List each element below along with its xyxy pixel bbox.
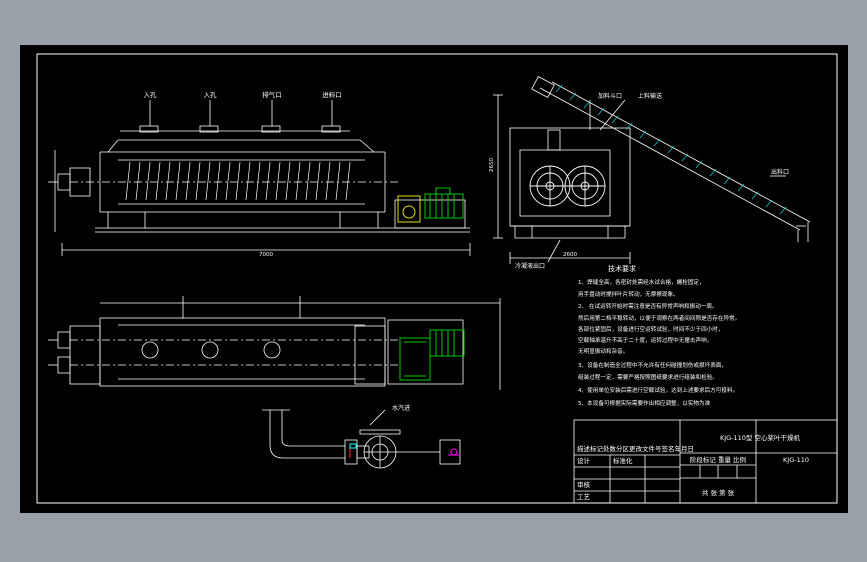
note-line-2: 用手盘动时搅拌叶片转动，无摩擦现象。 [578,290,679,298]
nozzle-label-2: 入孔 [204,91,218,99]
drawing-title: KJG-110型 空心桨叶干燥机 [720,433,801,442]
title-row-5: 工艺 [577,493,591,501]
plan-label-inlet: 水汽进 [392,404,410,412]
side-label-hopper: 加料斗口 [598,92,622,100]
stage-header: 阶段标记 重量 比例 [690,455,746,464]
nozzle-label-3: 排气口 [262,90,282,99]
conveyor-flights [555,84,787,215]
side-label-bottom: 冷凝液出口 [515,262,545,270]
note-line-1: 1、焊缝全高，各密封处需经水试合格，螺栓固定， [578,278,705,286]
side-view [493,81,811,264]
title-row-1: 描述标记处数分区更改文件号签名年月日 [577,444,694,453]
title-row-4: 审核 [577,480,591,489]
side-height-dimension: 2650 [489,158,495,172]
front-motor [424,187,464,219]
approval-text: 共 张 第 张 [702,488,735,497]
note-line-10: 4、使用单位安装后需进行空载试验，达到上述要求后方可投料。 [578,386,738,394]
side-width-dimension: 2600 [563,252,577,258]
front-reducer [397,195,421,223]
side-view-labels: 加料斗口 上料输送 出料口 冷凝液出口 2650 2600 [489,92,789,270]
title-block-text: KJG-110型 空心桨叶干燥机 KJG-110 描述标记处数分区更改文件号签名… [577,433,809,501]
plan-motor [399,329,465,381]
note-line-11: 5、本设备可根据实际需要作出相应调整，以实物为准 [578,399,711,407]
front-length-dimension: 7000 [259,252,273,258]
note-line-5: 各部位紧固后，设备进行空运转试验，时间不少于四小时， [578,325,723,333]
front-view [48,100,471,256]
nozzle-label-1: 入孔 [144,91,158,99]
note-line-3: 2、 在试运转开始时需注意是否有异常声响和振动一周。 [578,302,718,310]
drawing-number: KJG-110 [783,456,809,464]
plan-view [48,296,501,469]
note-line-6: 空载轴承温升不高于二十度，运转过程中无撞击声响， [578,336,712,344]
technical-notes: 技术要求 1、焊缝全高，各密封处需经水试合格，螺栓固定， 用手盘动时搅拌叶片转动… [578,264,740,407]
title-row-3: 标准化 [613,456,633,465]
front-view-labels: 入孔 入孔 排气口 进料口 7000 [144,90,342,258]
side-label-conveyor: 上料输送 [638,92,662,100]
plan-pipe-accents [349,443,460,458]
note-line-8: 3、设备在制造全过程中不允许有任何碰撞划伤或损坏表面， [578,361,727,369]
note-line-7: 无明显振动和杂音。 [578,347,628,355]
conveyor-hopper [531,76,555,98]
notes-heading: 技术要求 [608,264,636,273]
nozzle-label-4: 进料口 [322,90,342,99]
side-rotors [529,165,606,207]
title-block [573,419,838,504]
note-line-4: 然后用第二档平稳转动，以便于观察在两者间间隙是否存在异常。 [578,314,740,322]
drawing-sheet [20,45,848,513]
note-line-9: 组装过程一定，需要严格按照图纸要求进行组装和检验。 [578,373,718,381]
side-label-discharge: 出料口 [771,168,789,176]
title-row-2: 设计 [577,456,591,465]
drawing-border [36,53,838,504]
